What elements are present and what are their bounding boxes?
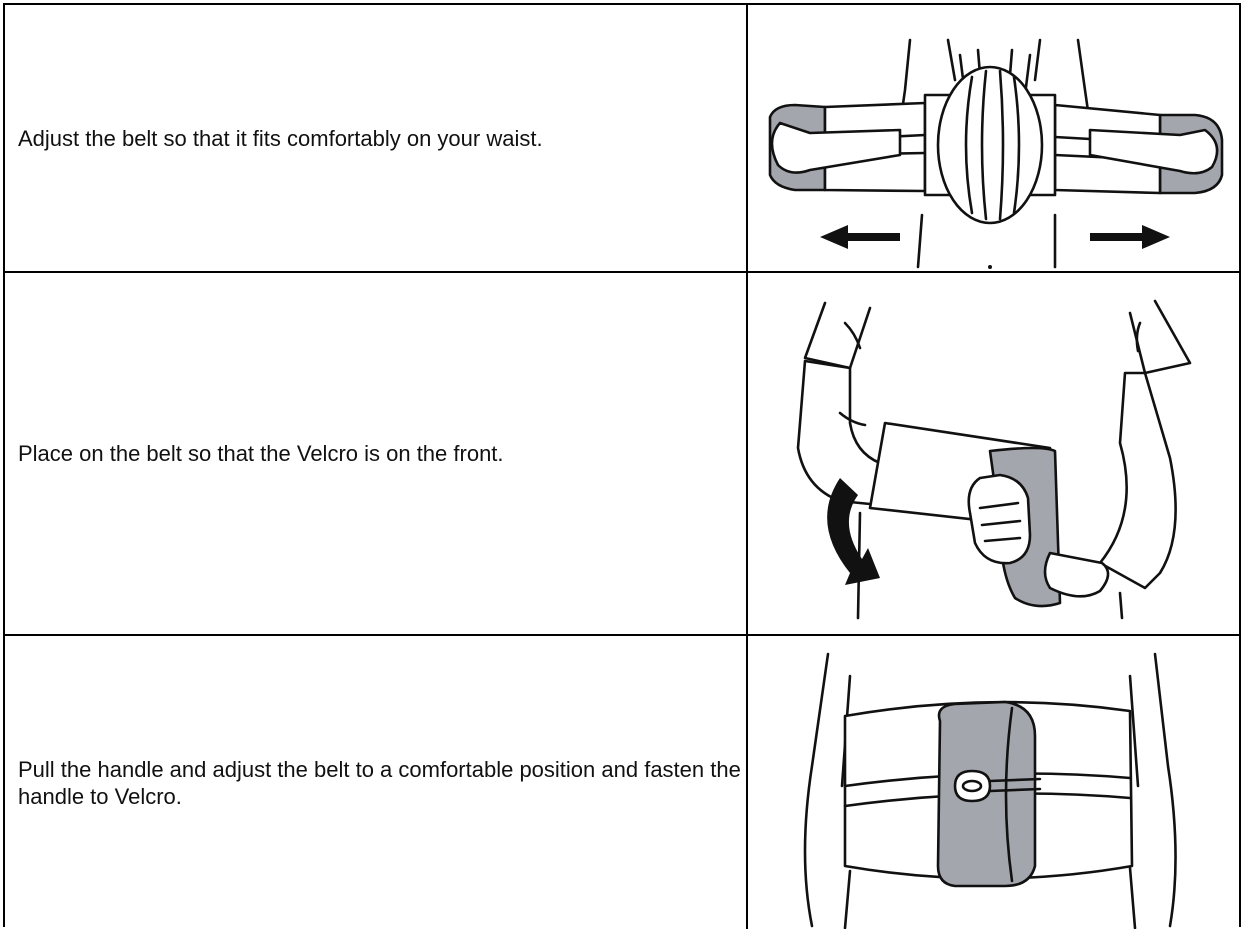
step-row: Place on the belt so that the Velcro is … xyxy=(5,273,1239,636)
belt-stretch-illustration xyxy=(750,5,1239,271)
belt-wrap-illustration xyxy=(750,273,1239,634)
column-divider xyxy=(746,5,748,271)
step-text: Pull the handle and adjust the belt to a… xyxy=(18,636,743,929)
column-divider xyxy=(746,273,748,634)
step-row: Pull the handle and adjust the belt to a… xyxy=(5,636,1239,929)
column-divider xyxy=(746,636,748,929)
step-row: Adjust the belt so that it fits comforta… xyxy=(5,5,1239,273)
step-text: Adjust the belt so that it fits comforta… xyxy=(18,5,743,271)
step-text: Place on the belt so that the Velcro is … xyxy=(18,273,743,634)
instruction-table: Adjust the belt so that it fits comforta… xyxy=(3,3,1241,927)
belt-fasten-illustration xyxy=(750,636,1239,929)
